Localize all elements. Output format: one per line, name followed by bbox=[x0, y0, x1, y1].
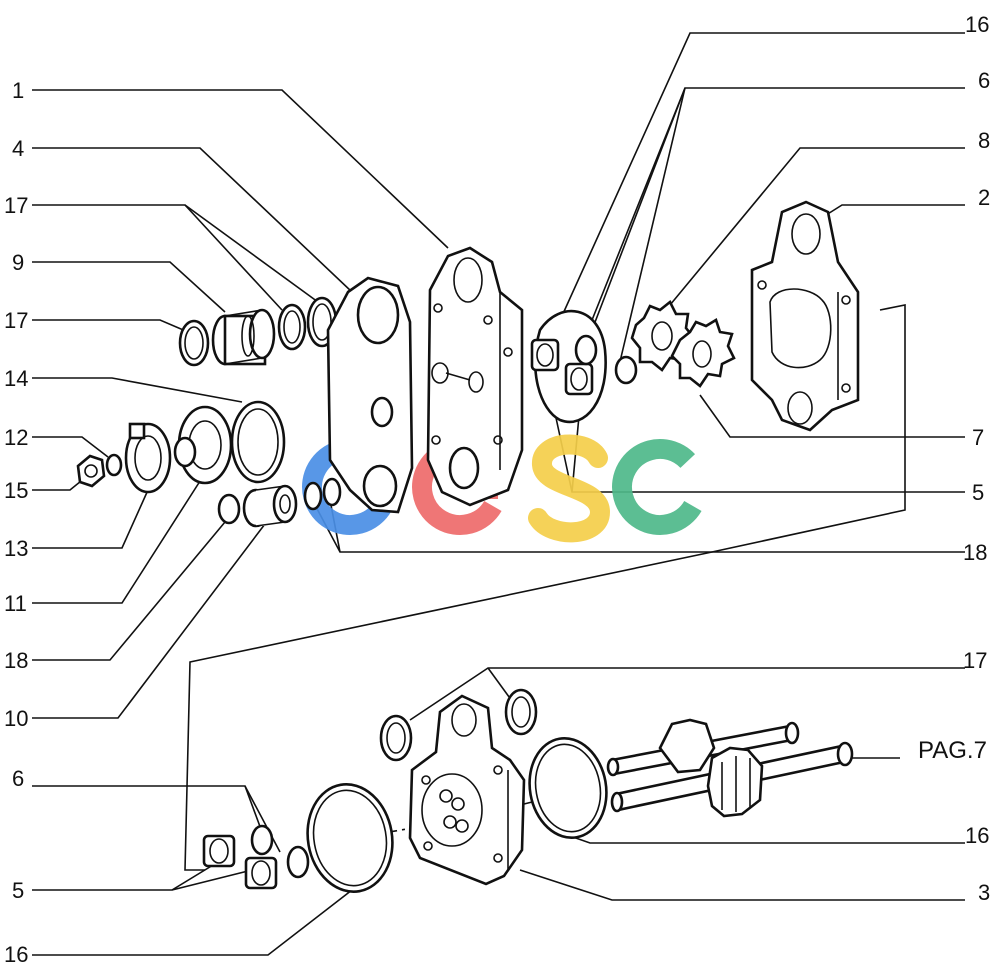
seal-part-16-bottom-right bbox=[528, 737, 608, 839]
o-ring-part-17-bottom-b bbox=[504, 688, 538, 736]
gear-shaft-upper bbox=[606, 718, 800, 777]
washer-part-18-mid-a bbox=[303, 481, 323, 511]
label-7: 7 bbox=[972, 425, 984, 450]
label-6-a: 6 bbox=[978, 68, 990, 93]
label-15: 15 bbox=[4, 478, 28, 503]
ring-part-6-top-a bbox=[574, 334, 598, 366]
label-11: 11 bbox=[4, 591, 27, 616]
bearings-part-5-top bbox=[530, 338, 594, 396]
snap-ring-part-14 bbox=[230, 400, 286, 484]
label-4: 4 bbox=[12, 136, 24, 161]
label-3: 3 bbox=[978, 880, 990, 905]
fitting-part-10 bbox=[242, 484, 298, 528]
nut-part-15 bbox=[76, 454, 106, 488]
housing-part-2 bbox=[750, 200, 860, 432]
gear-shaft-lower bbox=[610, 741, 854, 818]
plate-part-3 bbox=[408, 694, 526, 886]
label-14: 14 bbox=[4, 366, 28, 391]
label-1: 1 bbox=[12, 78, 24, 103]
watermark-letter-4 bbox=[612, 439, 708, 535]
washer-part-18-left bbox=[217, 493, 241, 525]
ring-part-6-bottom-b bbox=[286, 845, 310, 879]
o-ring-part-17-left bbox=[178, 319, 210, 367]
tab-washer-part-13 bbox=[124, 422, 172, 494]
label-16-a: 16 bbox=[965, 12, 989, 37]
label-17-c: 17 bbox=[963, 648, 987, 673]
label-5-b: 5 bbox=[12, 878, 24, 903]
label-10: 10 bbox=[4, 706, 28, 731]
seal-part-16-bottom-left bbox=[306, 783, 394, 893]
label-16-b: 16 bbox=[965, 823, 989, 848]
label-17-a: 17 bbox=[4, 193, 28, 218]
pulley-part-11 bbox=[173, 405, 233, 485]
label-6-b: 6 bbox=[12, 766, 24, 791]
bearings-part-5-bottom bbox=[202, 834, 278, 890]
cover-plate-part-1 bbox=[426, 246, 524, 507]
label-2: 2 bbox=[978, 185, 990, 210]
gasket-part-4 bbox=[326, 276, 414, 514]
label-13: 13 bbox=[4, 536, 28, 561]
callout-labels: 1 4 17 9 17 14 12 15 13 11 18 10 16 6 8 … bbox=[4, 12, 990, 967]
ring-part-6-bottom-a bbox=[250, 824, 274, 856]
label-18-a: 18 bbox=[4, 648, 28, 673]
watermark-letter-3 bbox=[528, 434, 611, 543]
sleeve-part-9 bbox=[211, 308, 276, 366]
label-9: 9 bbox=[12, 250, 24, 275]
label-17-b: 17 bbox=[4, 308, 28, 333]
washer-part-12 bbox=[105, 453, 123, 477]
label-pag-7: PAG.7 bbox=[918, 737, 987, 764]
o-ring-part-17-bottom-a bbox=[379, 714, 413, 762]
gear-part-7 bbox=[670, 318, 736, 388]
label-12: 12 bbox=[4, 425, 28, 450]
ring-part-6-top-b bbox=[614, 355, 638, 385]
label-5-a: 5 bbox=[972, 480, 984, 505]
label-8: 8 bbox=[978, 128, 990, 153]
washer-part-18-mid-b bbox=[322, 477, 342, 507]
label-16-c: 16 bbox=[4, 942, 28, 967]
label-18-b: 18 bbox=[963, 540, 987, 565]
